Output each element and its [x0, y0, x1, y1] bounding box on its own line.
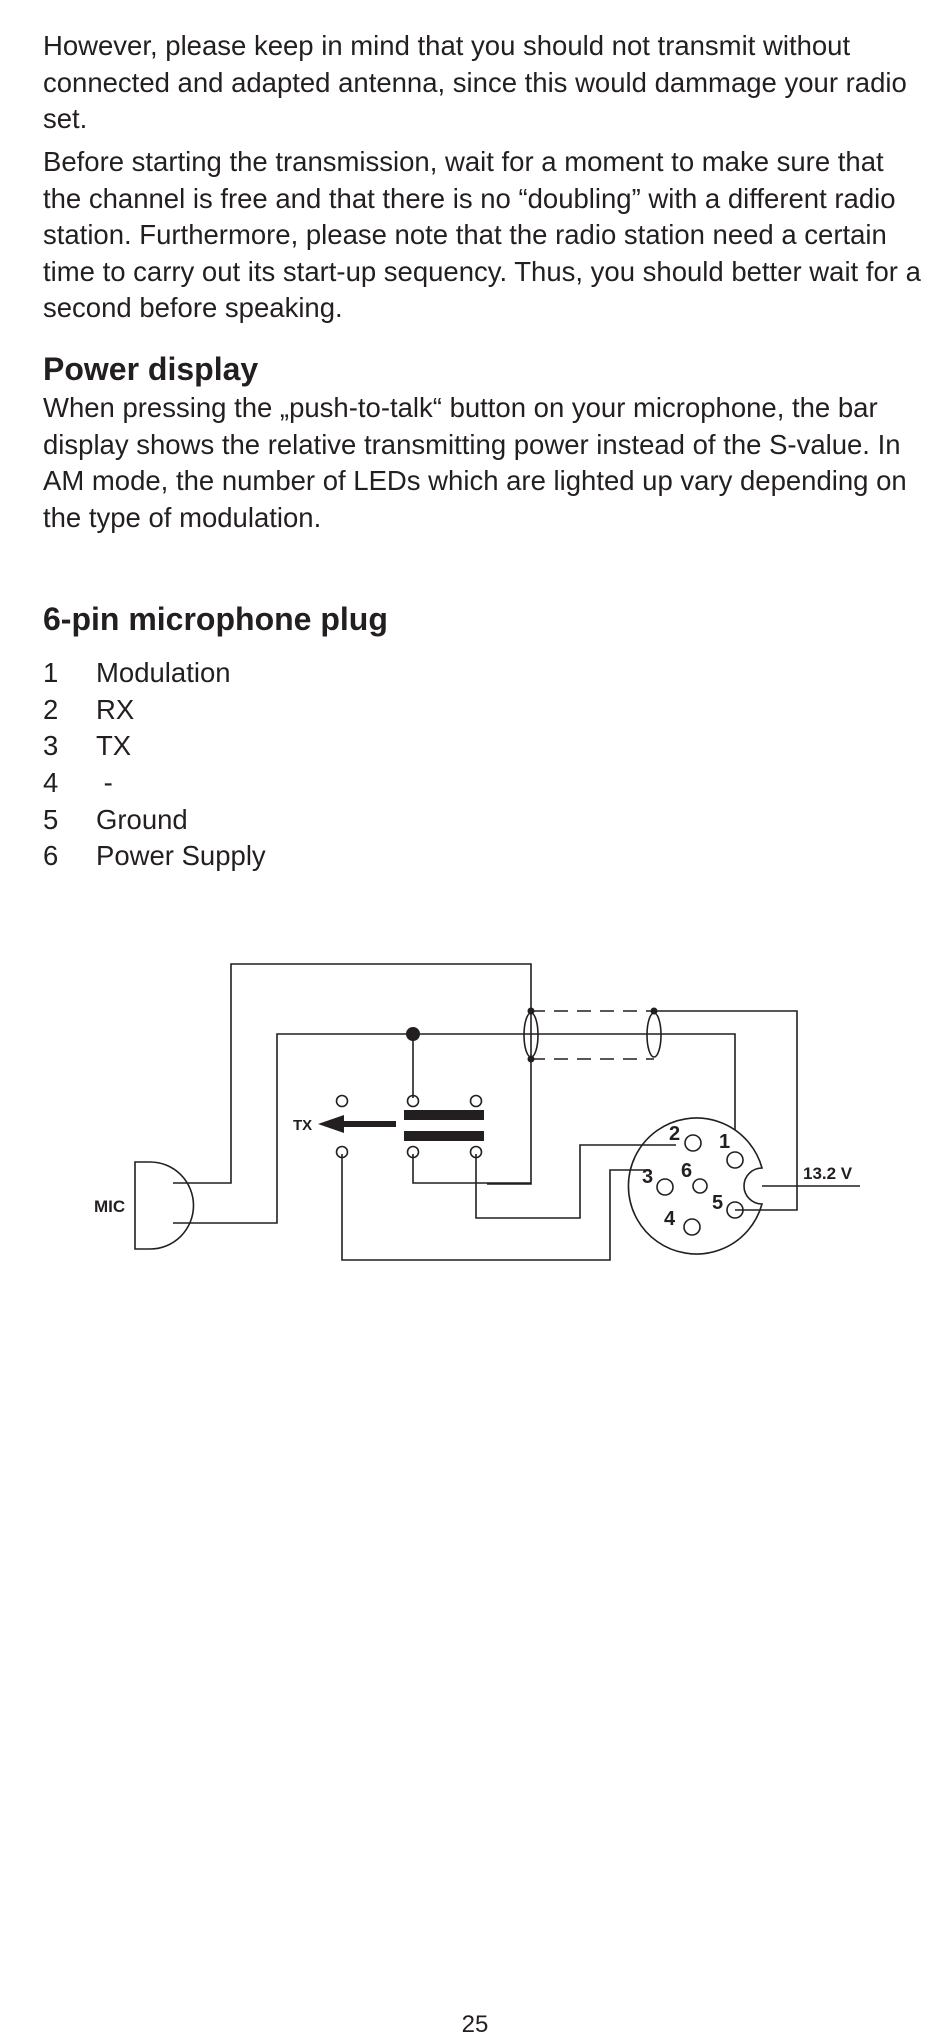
tx-label: TX	[293, 1117, 312, 1134]
switch-wire-a	[412, 1154, 531, 1184]
connector-body	[627, 1117, 764, 1255]
junction-dot	[527, 1007, 535, 1015]
pin-number-label: 6	[681, 1160, 692, 1182]
junction-dot	[650, 1007, 658, 1015]
junction-dot	[406, 1027, 420, 1041]
switch-wire-c	[341, 1154, 650, 1261]
switch-wire-b	[475, 1144, 676, 1219]
pin-label: RX	[96, 693, 135, 725]
contact-circle	[469, 1094, 483, 1108]
microphone-plug-heading: 6-pin microphone plug	[43, 601, 388, 637]
pin-label: Ground	[96, 803, 188, 835]
pin-number-label: 4	[664, 1208, 676, 1230]
pin-list: 1 Modulation 2 RX 3 TX 4 - 5 Ground 6 Power S…	[43, 655, 266, 875]
pin-socket-4	[683, 1218, 701, 1236]
contact-circle	[406, 1094, 420, 1108]
pin-socket-3	[656, 1178, 674, 1196]
antenna-warning-paragraph: However, please keep in mind that you sh…	[43, 30, 907, 134]
contact-circle	[406, 1145, 420, 1159]
pin-number-label: 1	[719, 1131, 730, 1153]
mic-label: MIC	[94, 1197, 125, 1216]
pin-number: 3	[43, 730, 59, 762]
pin-item: 2 RX	[43, 692, 266, 729]
page-number: 25	[461, 2011, 489, 2038]
pin-number: 1	[43, 657, 59, 688]
pin-item: 6 Power Supply	[43, 838, 266, 875]
pin-label: -	[96, 767, 113, 799]
voltage-label: 13.2 V	[803, 1164, 853, 1183]
pin-number: 2	[43, 693, 59, 725]
microphone-icon	[134, 1161, 195, 1250]
relay-bar	[404, 1110, 484, 1120]
pin-item: 3 TX	[43, 728, 266, 765]
pin-number-label: 3	[642, 1166, 653, 1188]
wire-second	[173, 1033, 736, 1224]
relay-bar	[404, 1131, 484, 1141]
shield-ellipse-right	[646, 1012, 662, 1058]
pin-number: 4	[43, 767, 59, 799]
wiring-diagram: MIC TX 13.2 V 1 2 3 4 5 6	[94, 963, 860, 1261]
tx-arrow-icon	[318, 1115, 344, 1133]
before-transmission-paragraph: Before starting the transmission, wait f…	[43, 146, 921, 323]
contact-circle	[335, 1145, 349, 1159]
pin-socket-6	[692, 1178, 708, 1194]
pin-socket-5	[726, 1201, 744, 1219]
power-display-heading: Power display	[43, 351, 259, 387]
pin-item: 4 -	[43, 765, 266, 802]
contact-circle	[469, 1145, 483, 1159]
pin-number: 5	[43, 803, 59, 835]
wire-top	[173, 963, 532, 1185]
pin-label: Modulation	[96, 657, 231, 688]
pin-label: TX	[96, 730, 132, 762]
power-display-paragraph: When pressing the „push-to-talk“ button …	[43, 392, 907, 533]
wire-right	[654, 1010, 798, 1211]
pin-item: 5 Ground	[43, 802, 266, 839]
pin-number-label: 5	[712, 1192, 723, 1214]
pin-socket-2	[684, 1134, 702, 1152]
pin-label: Power Supply	[96, 840, 266, 872]
pin-socket-1	[726, 1151, 744, 1169]
pin-number: 6	[43, 840, 59, 872]
pin-item: 1 Modulation	[43, 655, 266, 692]
junction-dot	[527, 1055, 535, 1063]
contact-circle	[335, 1094, 349, 1108]
pin-number-label: 2	[669, 1123, 680, 1145]
